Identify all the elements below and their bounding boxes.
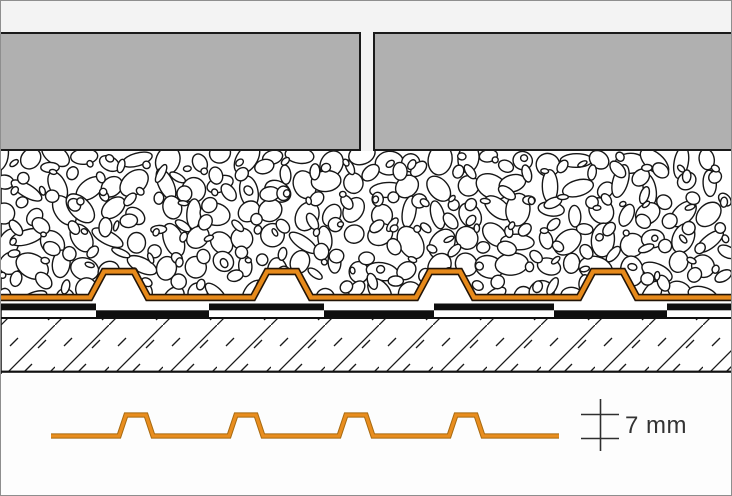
detail-section	[1, 374, 731, 495]
screed-layer	[1, 317, 731, 373]
bonding-strips	[1, 303, 731, 318]
paver-slab-left	[1, 32, 361, 151]
drainage-membrane	[1, 267, 731, 302]
dimension-marker	[581, 399, 619, 451]
membrane-profile-detail	[51, 399, 619, 451]
dimension-label: 7 mm	[625, 412, 687, 439]
paver-layer	[1, 1, 731, 151]
membrane-underside-gap	[1, 300, 731, 304]
membrane-profile	[51, 412, 559, 439]
paver-slab-right	[373, 32, 731, 151]
gravel-bed	[1, 151, 731, 295]
paver-joint	[361, 34, 373, 151]
cross-section	[1, 151, 731, 373]
